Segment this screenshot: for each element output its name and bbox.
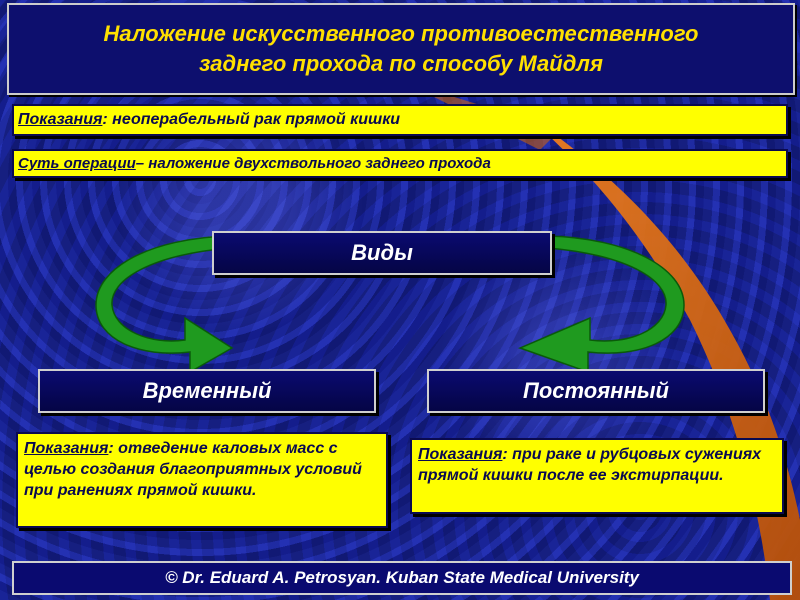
temporary-indications-box: Показания: отведение каловых масс с цель… [16, 432, 388, 528]
temporary-ind-label: Показания [24, 440, 109, 457]
title-box: Наложение искусственного противоестестве… [7, 3, 795, 95]
permanent-ind-label: Показания [418, 446, 503, 463]
footer-text: © Dr. Eduard A. Petrosyan. Kuban State M… [165, 568, 639, 587]
temporary-box: Временный [38, 369, 376, 413]
types-label: Виды [351, 240, 413, 265]
types-box: Виды [212, 231, 552, 275]
permanent-ind-text: : при раке и рубцовых сужениях прямой ки… [418, 446, 762, 484]
title-line-2: заднего прохода по способу Майдля [199, 51, 603, 76]
permanent-box: Постоянный [427, 369, 765, 413]
indications-label: Показания [18, 111, 103, 128]
indications-bar: Показания: неоперабельный рак прямой киш… [12, 104, 788, 136]
essence-text: – наложение двухствольного заднего прохо… [135, 155, 491, 172]
essence-label: Суть операции [18, 155, 136, 172]
temporary-label: Временный [142, 378, 272, 403]
temporary-ind-text: : отведение каловых масс с целью создани… [24, 440, 362, 499]
permanent-indications-box: Показания: при раке и рубцовых сужениях … [410, 438, 784, 514]
title-line-1: Наложение искусственного противоестестве… [103, 21, 699, 46]
indications-text: : неоперабельный рак прямой кишки [102, 111, 401, 128]
right-curved-arrow-icon [517, 235, 685, 374]
left-curved-arrow-icon [95, 235, 234, 374]
footer-copyright: © Dr. Eduard A. Petrosyan. Kuban State M… [12, 561, 792, 595]
essence-bar: Суть операции – наложение двухствольного… [12, 149, 788, 178]
permanent-label: Постоянный [523, 378, 669, 403]
